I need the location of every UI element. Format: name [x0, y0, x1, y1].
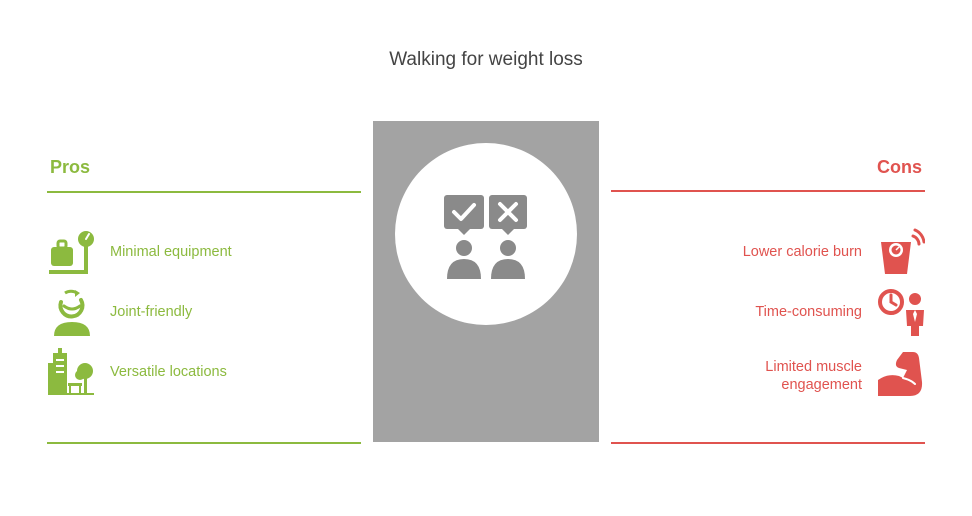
person-flexibility-icon: [47, 288, 95, 336]
pros-item-label: Joint-friendly: [110, 304, 193, 320]
weight-scale-icon: [877, 228, 926, 276]
flexed-arm-icon: [877, 352, 925, 400]
page-title: Walking for weight loss: [389, 49, 583, 70]
cons-item: Lower calorie burn: [742, 228, 926, 276]
pros-item-label: Versatile locations: [110, 364, 227, 380]
center-panel: [373, 121, 599, 442]
pros-heading: Pros: [50, 157, 91, 177]
cons-item: Time-consuming: [755, 288, 925, 336]
pros-item: Joint-friendly: [47, 288, 192, 336]
pros-top-divider: [47, 191, 361, 193]
pros-item: Versatile locations: [47, 348, 227, 396]
city-park-icon: [47, 348, 95, 396]
cons-heading: Cons: [877, 157, 922, 177]
center-circle: [395, 143, 577, 325]
cons-item-label: Lower calorie burn: [742, 244, 862, 260]
cons-top-divider: [611, 190, 925, 192]
clock-person-icon: [877, 288, 925, 336]
pros-cons-people-icon: [444, 195, 527, 279]
pros-item-label: Minimal equipment: [110, 244, 232, 260]
cons-item: Limited muscle engagement: [742, 352, 925, 400]
cons-bottom-divider: [611, 442, 925, 444]
pros-item: Minimal equipment: [47, 228, 232, 276]
cons-item-label: Limited muscle engagement: [765, 359, 862, 393]
cons-item-label: Time-consuming: [755, 304, 862, 320]
luggage-scale-icon: [47, 228, 95, 276]
pros-bottom-divider: [47, 442, 361, 444]
